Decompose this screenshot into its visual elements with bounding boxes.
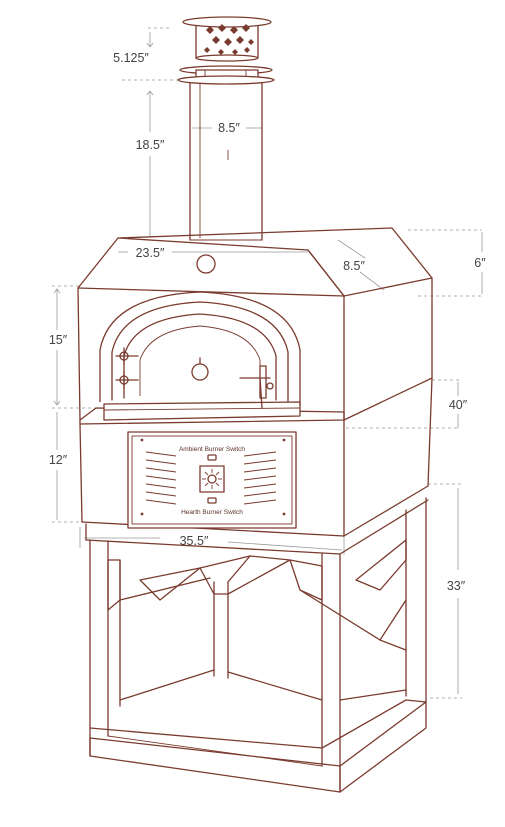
base-height-label: 12″ bbox=[49, 453, 68, 467]
panel-vents-right bbox=[243, 451, 277, 505]
flue-diameter-label: 8.5″ bbox=[218, 121, 240, 135]
ambient-burner-switch-label: Ambient Burner Switch bbox=[179, 446, 245, 453]
igniter-sunburst-icon bbox=[199, 465, 225, 493]
control-panel: Ambient Burner Switch Hearth Burner Swit… bbox=[127, 431, 297, 529]
dimension-labels: 5.125″ 18.5″ 8.5″ 23.5″ 8.5″ 6″ 15″ 40″ … bbox=[49, 51, 486, 593]
dimension-lines bbox=[52, 27, 483, 699]
oven-upper-height-label: 15″ bbox=[49, 333, 68, 347]
cap-height-label: 5.125″ bbox=[113, 51, 149, 65]
hearth-burner-switch-label: Hearth Burner Switch bbox=[181, 509, 243, 516]
top-slope-height-label: 6″ bbox=[474, 256, 486, 270]
hearth-burner-switch bbox=[207, 497, 217, 504]
oven-door bbox=[99, 291, 301, 421]
door-hinge-left bbox=[115, 347, 139, 389]
stand bbox=[85, 497, 429, 793]
depth-label: 40″ bbox=[449, 398, 468, 412]
width-label: 35.5″ bbox=[180, 534, 209, 548]
stand-height-label: 33″ bbox=[447, 579, 466, 593]
flue-height-label: 18.5″ bbox=[136, 138, 165, 152]
chimney-cap-vents bbox=[204, 24, 254, 55]
top-slope-depth-label: 8.5″ bbox=[343, 259, 365, 273]
panel-vents-left bbox=[145, 451, 177, 505]
chimney bbox=[177, 16, 275, 241]
oven-body bbox=[77, 227, 433, 537]
ambient-burner-switch bbox=[207, 454, 217, 461]
top-width-label: 23.5″ bbox=[136, 246, 165, 260]
door-latch-right bbox=[239, 365, 274, 409]
